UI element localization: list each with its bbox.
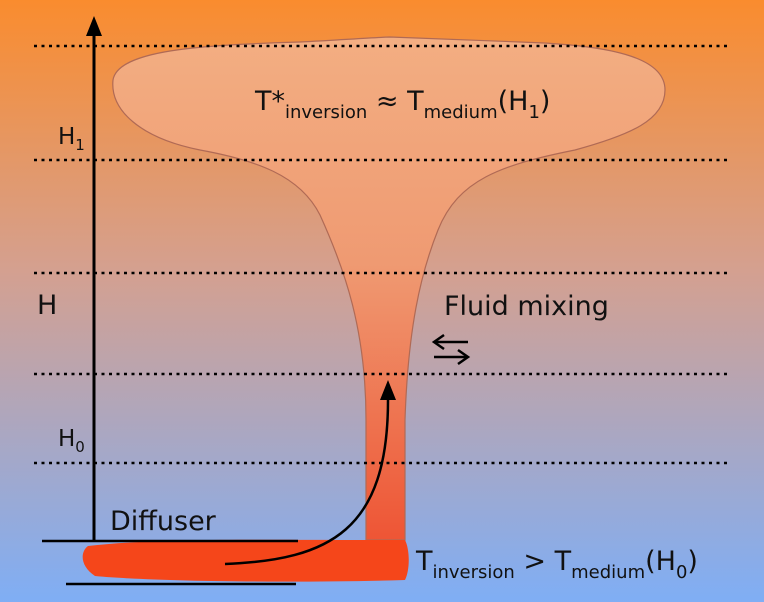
diffuser-label: Diffuser bbox=[110, 506, 217, 537]
bottom-formula: Tinversion > Tmedium(H0) bbox=[415, 546, 698, 583]
top-formula: T*inversion ≈ Tmedium(H1) bbox=[254, 86, 550, 123]
double-arrow-exchange-icon bbox=[431, 333, 471, 366]
h1-label: H1 bbox=[58, 124, 85, 154]
curved-flow-arrow-icon bbox=[224, 380, 396, 566]
h0-label: H0 bbox=[58, 426, 85, 456]
plume-shape bbox=[112, 36, 666, 541]
diffuser-fluid bbox=[82, 539, 409, 582]
axis-label-h: H bbox=[37, 290, 57, 321]
fluid-mixing-label: Fluid mixing bbox=[444, 291, 609, 322]
vertical-axis-arrow-icon bbox=[86, 16, 102, 541]
